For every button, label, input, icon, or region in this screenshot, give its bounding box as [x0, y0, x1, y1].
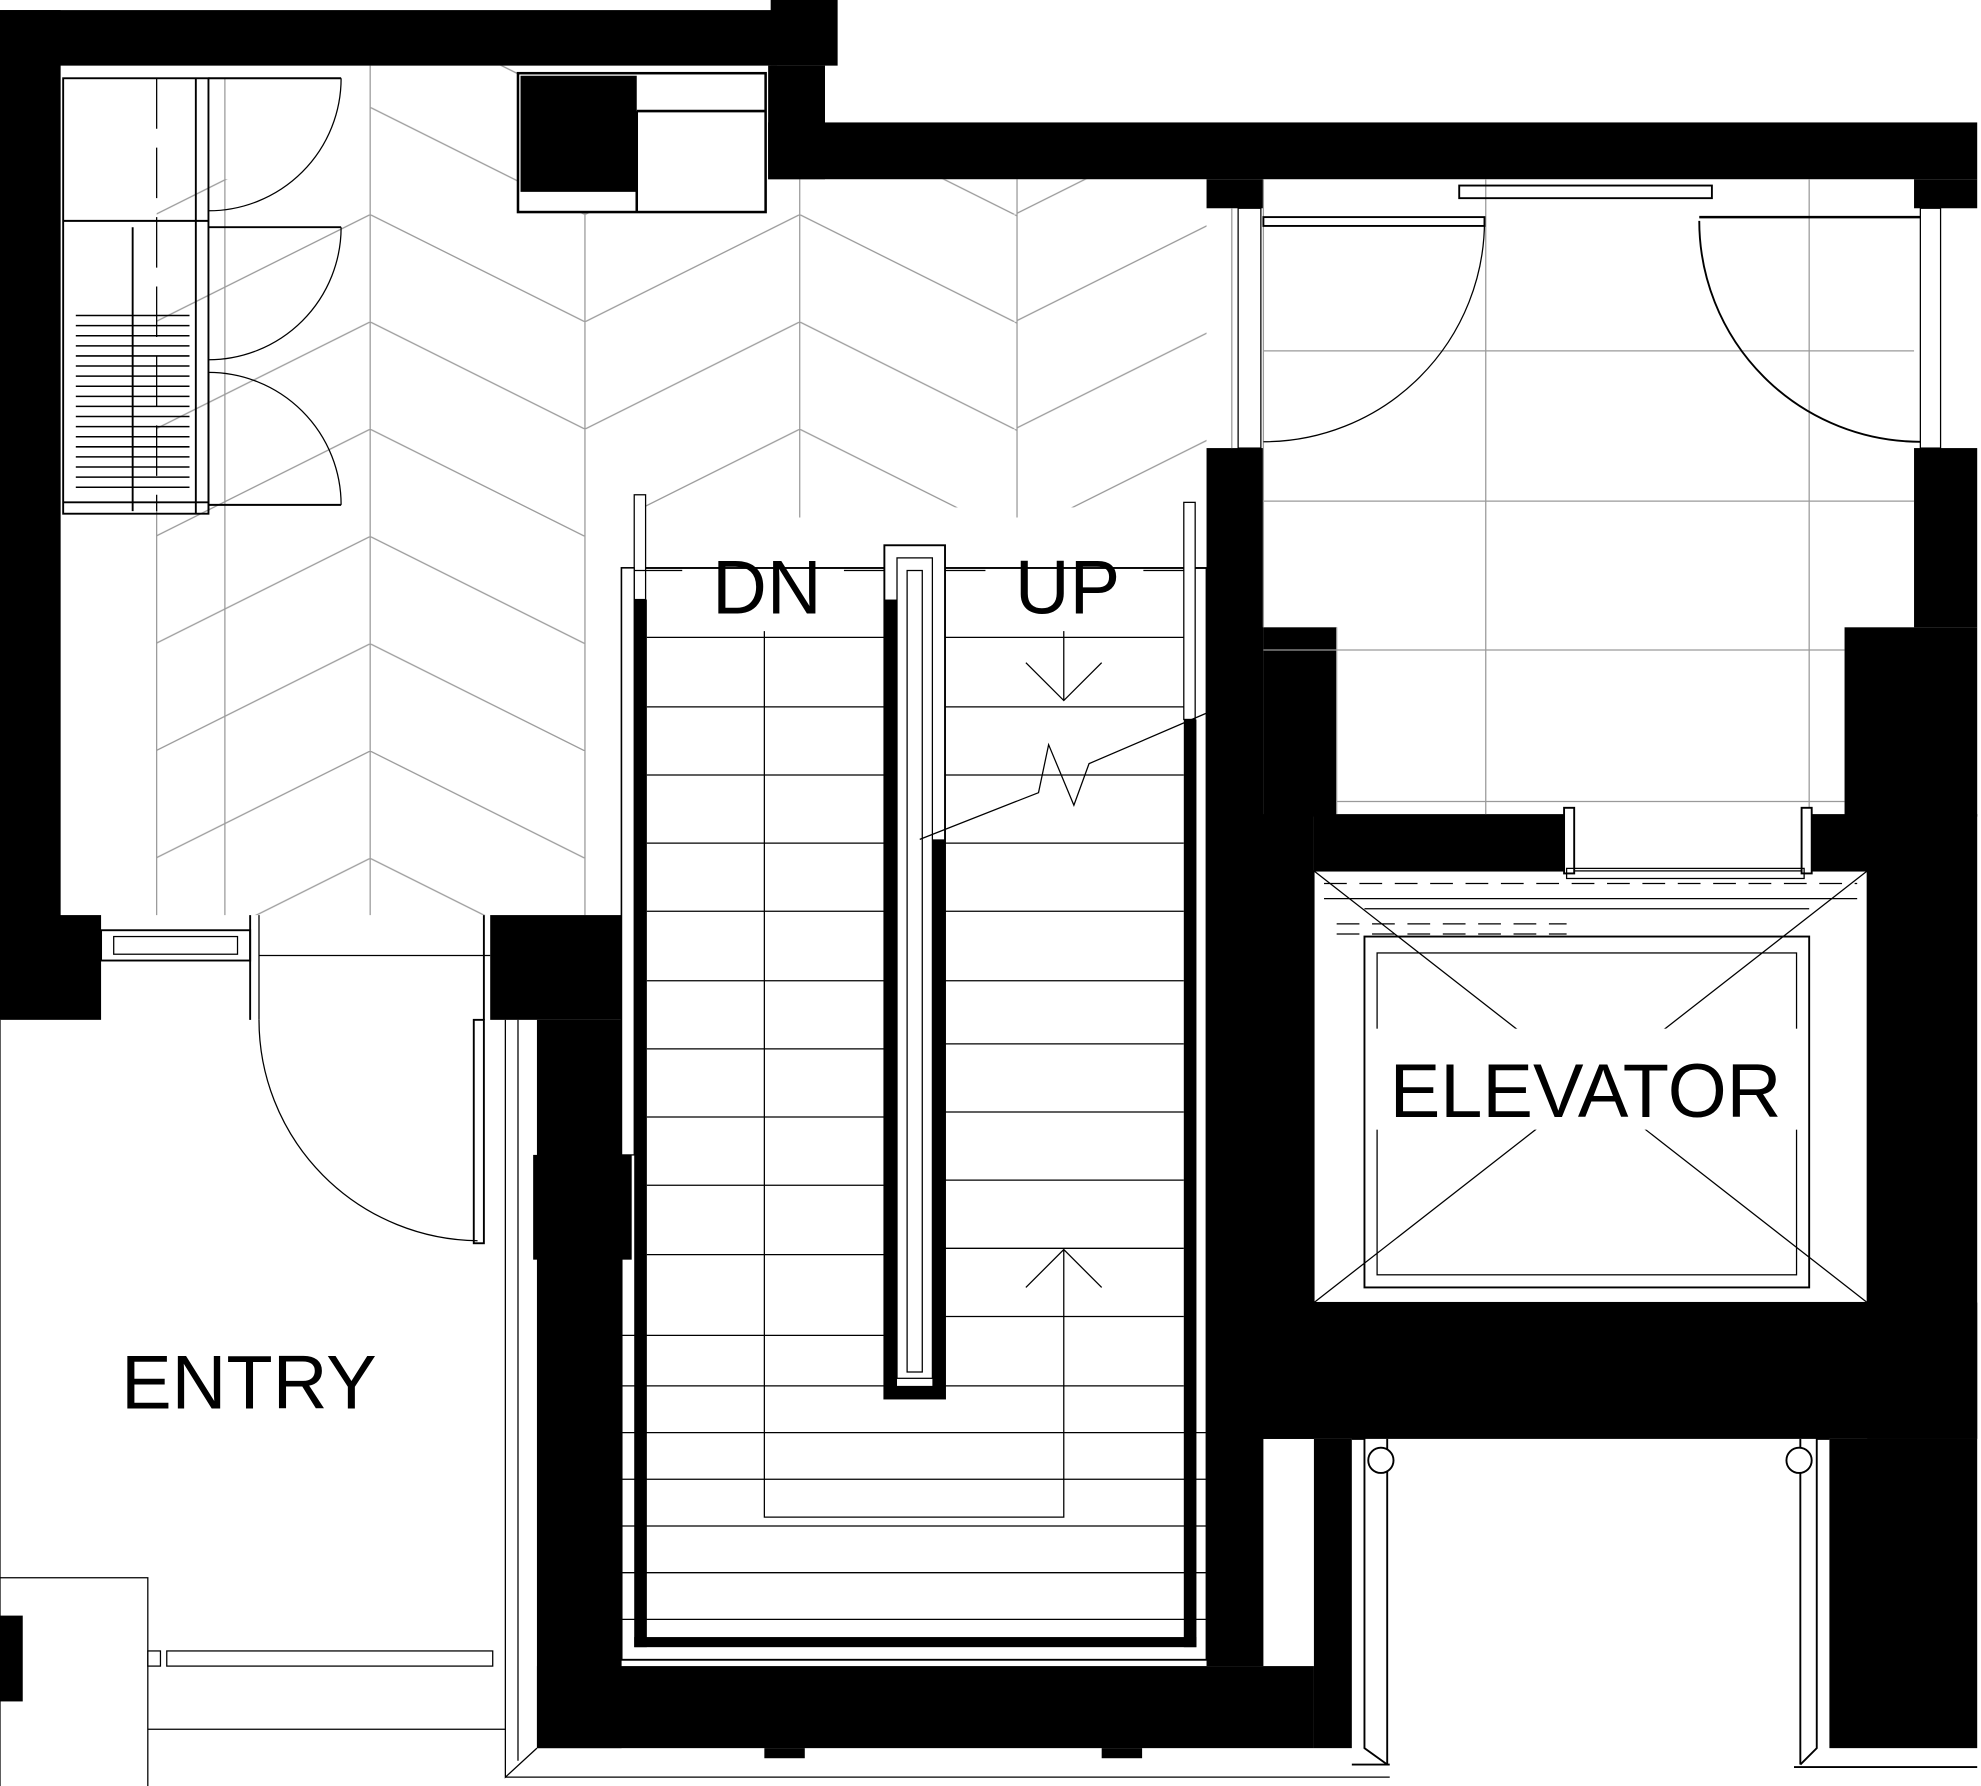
entry-door[interactable]	[472, 1018, 485, 1245]
stair-up-label: UP	[1015, 545, 1120, 630]
elevator-lobby	[1231, 179, 1942, 815]
appliance	[516, 71, 767, 214]
column-marker	[1367, 1446, 1395, 1474]
stair: DN UP	[616, 494, 1208, 1661]
lobby-door-left[interactable]	[1262, 216, 1486, 227]
entry-label: ENTRY	[121, 1341, 376, 1426]
stair-down-label: DN	[712, 545, 821, 630]
stair-handrail	[883, 544, 946, 1400]
entry-area: ENTRY	[0, 915, 1390, 1786]
closet	[62, 77, 342, 515]
lower-room	[1351, 1437, 1978, 1769]
stair-path	[634, 569, 1207, 1518]
stair-treads	[616, 636, 1207, 1621]
elevator-label: ELEVATOR	[1390, 1049, 1782, 1134]
elevator: ELEVATOR	[1313, 806, 1868, 1304]
column-marker	[1785, 1446, 1813, 1474]
